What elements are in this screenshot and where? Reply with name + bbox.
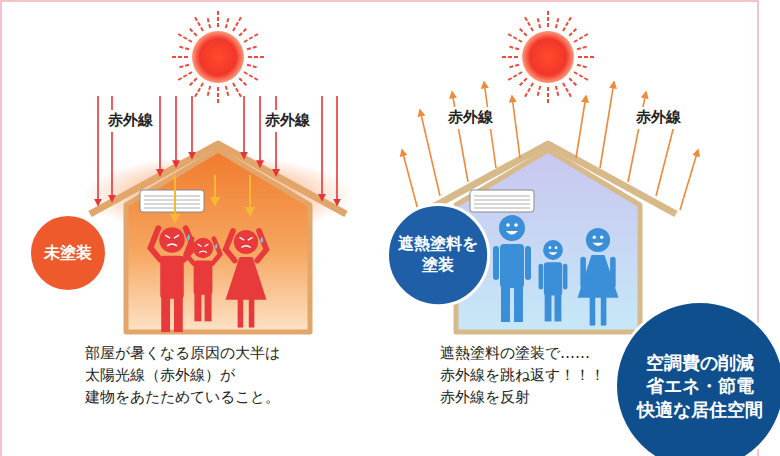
infrared-arrow bbox=[243, 96, 245, 158]
sun-ray bbox=[577, 65, 589, 68]
sun-ray bbox=[247, 65, 259, 68]
reflected-arrow bbox=[420, 110, 440, 196]
sun-ray bbox=[177, 65, 189, 68]
infrared-label: 赤外線 bbox=[634, 107, 683, 129]
air-conditioner bbox=[140, 190, 204, 212]
person bbox=[539, 240, 568, 321]
reflected-arrow bbox=[576, 96, 586, 158]
sun-ray bbox=[226, 16, 229, 28]
explanation-text: 部屋が暑くなる原因の大半は太陽光線（赤外線）が建物をあたためていること。 bbox=[85, 343, 280, 408]
sun-ray bbox=[176, 33, 192, 42]
uncoated-house bbox=[83, 9, 353, 332]
sun-ray bbox=[247, 46, 259, 49]
heat-arrow bbox=[249, 175, 251, 215]
sun-ray bbox=[563, 83, 572, 99]
sun-ray bbox=[577, 46, 589, 49]
sun-ray bbox=[233, 83, 242, 99]
badge-text: 遮熱塗料を塗装 bbox=[398, 234, 478, 276]
sun-ray bbox=[524, 15, 533, 31]
sun-ray bbox=[574, 72, 590, 81]
heat-arrow bbox=[174, 175, 176, 222]
person bbox=[226, 230, 267, 328]
explanation-text: 遮熱塗料の塗装で……赤外線を跳ね返す！！！赤外線を反射 bbox=[440, 343, 605, 408]
uncoated-badge: 未塗装 bbox=[28, 213, 108, 293]
sun-ray bbox=[207, 86, 210, 98]
reflected-arrow bbox=[512, 96, 520, 158]
coated-badge: 遮熱塗料を塗装 bbox=[386, 203, 490, 307]
sun-ray bbox=[248, 56, 266, 58]
infrared-arrow bbox=[275, 96, 277, 175]
sun-ray bbox=[569, 78, 577, 86]
sun-ray bbox=[244, 33, 260, 42]
sun bbox=[192, 31, 244, 83]
person bbox=[186, 238, 220, 321]
sun-ray bbox=[537, 16, 540, 28]
badge-text: 未塗装 bbox=[44, 243, 92, 264]
sun-ray bbox=[507, 46, 519, 49]
sun-ray bbox=[226, 86, 229, 98]
infrared-arrow bbox=[159, 96, 161, 175]
sun-ray bbox=[244, 72, 260, 81]
sun-ray bbox=[506, 72, 522, 81]
sun-ray bbox=[239, 27, 247, 35]
sun-ray bbox=[507, 65, 519, 68]
person bbox=[578, 228, 619, 326]
infrared-arrow bbox=[175, 96, 177, 167]
reflected-arrow bbox=[680, 150, 698, 210]
sun-ray bbox=[556, 86, 559, 98]
benefit-circle: 空調費の削減省エネ・節電快適な居住空間 bbox=[614, 300, 780, 456]
sun-ray bbox=[518, 78, 526, 86]
infrared-arrow bbox=[191, 96, 193, 158]
sun-ray bbox=[537, 86, 540, 98]
infrared-arrow bbox=[321, 96, 323, 200]
reflected-arrow bbox=[402, 150, 418, 210]
sun-ray bbox=[556, 16, 559, 28]
infrared-label: 赤外線 bbox=[263, 110, 312, 132]
sun-ray bbox=[194, 83, 203, 99]
sun-ray bbox=[217, 9, 219, 27]
sun-ray bbox=[217, 87, 219, 105]
sun-ray bbox=[500, 56, 518, 58]
sun-ray bbox=[170, 56, 188, 58]
badge-text: 空調費の削減省エネ・節電快適な居住空間 bbox=[637, 351, 763, 421]
sun-ray bbox=[518, 27, 526, 35]
roof bbox=[90, 144, 346, 214]
infrared-arrow bbox=[336, 96, 338, 205]
infrared-arrow bbox=[97, 96, 99, 205]
sun-ray bbox=[233, 15, 242, 31]
person bbox=[150, 227, 193, 332]
sun-ray bbox=[547, 9, 549, 27]
sun-ray bbox=[188, 27, 196, 35]
infrared-label: 赤外線 bbox=[106, 110, 155, 132]
infrared-label: 赤外線 bbox=[446, 107, 495, 129]
sun-ray bbox=[188, 78, 196, 86]
sun-ray bbox=[177, 46, 189, 49]
sun-ray bbox=[563, 15, 572, 31]
reflected-arrow bbox=[452, 92, 468, 182]
sun-ray bbox=[176, 72, 192, 81]
roof bbox=[420, 144, 676, 214]
sun-ray bbox=[569, 27, 577, 35]
infrared-arrow bbox=[259, 96, 261, 167]
reflected-arrow bbox=[600, 82, 614, 168]
sun bbox=[522, 31, 574, 83]
reflected-arrow bbox=[628, 92, 646, 182]
sun-ray bbox=[547, 87, 549, 105]
sun-ray bbox=[506, 33, 522, 42]
heat-arrow bbox=[214, 175, 216, 205]
sun-ray bbox=[578, 56, 596, 58]
sun-ray bbox=[194, 15, 203, 31]
person bbox=[493, 215, 531, 322]
sun-ray bbox=[524, 83, 533, 99]
sun-ray bbox=[239, 78, 247, 86]
sun-ray bbox=[574, 33, 590, 42]
sun-ray bbox=[207, 16, 210, 28]
air-conditioner bbox=[470, 190, 534, 212]
